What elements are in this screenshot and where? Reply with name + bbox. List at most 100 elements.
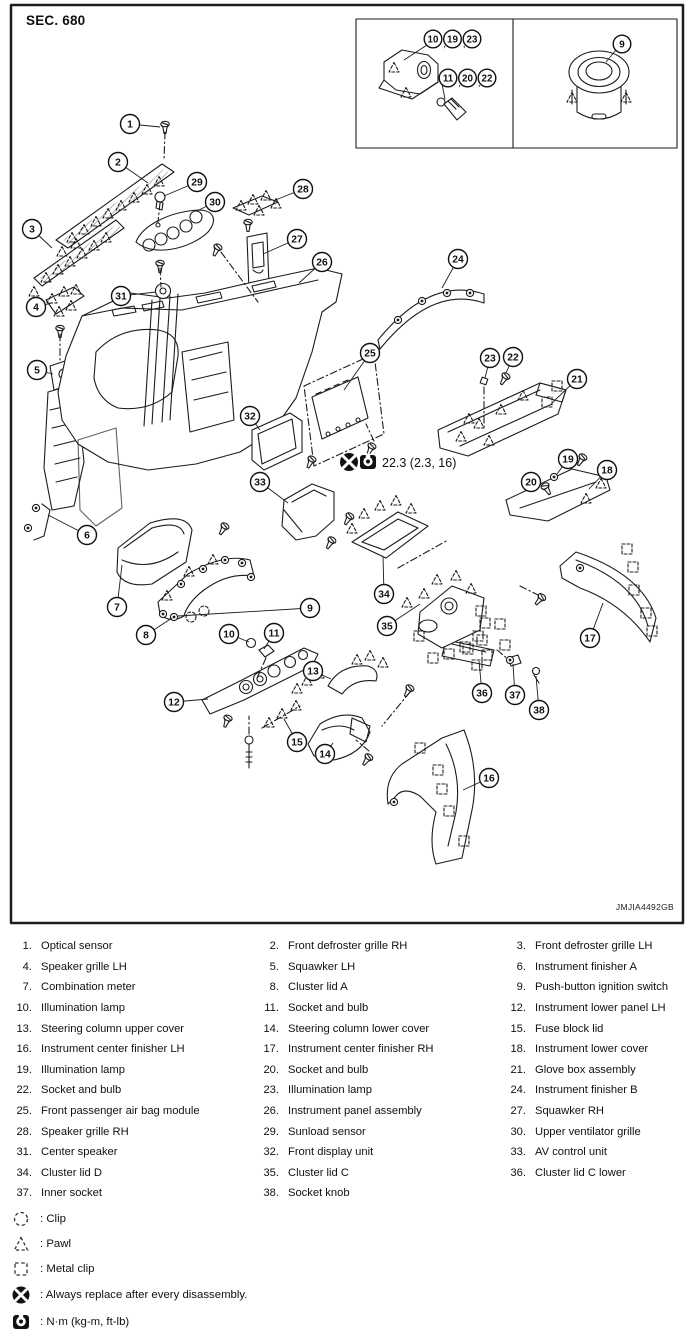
callout-21: 21	[566, 368, 588, 390]
parts-list-item: 30.Upper ventilator grille	[502, 1121, 688, 1142]
svg-text:19: 19	[447, 35, 458, 46]
part-number: 24.	[510, 1084, 526, 1097]
part-number: 37.	[16, 1187, 32, 1200]
part-artwork	[33, 18, 678, 865]
svg-text:27: 27	[291, 235, 303, 246]
svg-text:9: 9	[619, 40, 625, 51]
svg-text:3: 3	[29, 225, 35, 236]
callout-23: 23	[479, 347, 501, 369]
legend-row-metal-clip: : Metal clip	[10, 1256, 650, 1281]
clip-icon	[10, 1209, 32, 1229]
callout-18: 18	[596, 459, 618, 481]
parts-list-item: 15.Fuse block lid	[502, 1018, 688, 1039]
part-number: 35.	[263, 1166, 279, 1179]
part-label: Upper ventilator grille	[535, 1125, 641, 1138]
section-label: SEC. 680	[26, 13, 86, 28]
legend-label-pawl: : Pawl	[40, 1237, 72, 1250]
part-number: 32.	[263, 1146, 279, 1159]
parts-list-item: 23.Illumination lamp	[255, 1080, 502, 1101]
part-label: Steering column upper cover	[41, 1022, 185, 1035]
parts-list-item: 31.Center speaker	[8, 1142, 255, 1163]
parts-list-item: 8.Cluster lid A	[255, 977, 502, 998]
callout-20: 20	[520, 471, 542, 493]
svg-text:34: 34	[378, 590, 390, 601]
parts-list-item: 38.Socket knob	[255, 1183, 502, 1204]
part-label: Instrument center finisher LH	[41, 1043, 185, 1056]
parts-list-item: 16. Instrument center finisher LH	[8, 1039, 255, 1060]
callout-30: 30	[204, 191, 226, 213]
svg-text:11: 11	[443, 74, 454, 85]
part-number: 4.	[22, 960, 32, 973]
part-label: AV control unit	[535, 1146, 607, 1159]
torque-value: 22.3 (2.3, 16)	[382, 456, 456, 470]
part-number: 18.	[510, 1043, 526, 1056]
part-number: 28.	[16, 1125, 32, 1138]
svg-text:6: 6	[84, 531, 90, 542]
callout-34: 34	[373, 583, 395, 605]
svg-text:33: 33	[254, 478, 266, 489]
svg-text:23: 23	[467, 35, 478, 46]
svg-text:18: 18	[601, 466, 613, 477]
part-label: Steering column lower cover	[288, 1022, 430, 1035]
part-number: 38.	[263, 1187, 279, 1200]
svg-text:21: 21	[571, 375, 583, 386]
callout-9: 9	[612, 34, 632, 54]
part-label: Optical sensor	[41, 940, 113, 953]
part-label: Cluster lid C	[288, 1166, 349, 1179]
svg-text:22: 22	[482, 74, 493, 85]
parts-list-item: 7.Combination meter	[8, 977, 255, 998]
parts-list-item: 36.Cluster lid C lower	[502, 1163, 688, 1184]
svg-text:9: 9	[307, 604, 313, 615]
parts-list-item: 11.Socket and bulb	[255, 998, 502, 1019]
parts-list-item: 25.Front passenger air bag module	[8, 1101, 255, 1122]
callout-14: 14	[314, 743, 336, 765]
callout-29: 29	[186, 171, 208, 193]
part-label: Front defroster grille LH	[535, 940, 653, 953]
part-number: 16.	[16, 1043, 32, 1056]
legend-label-metal-clip: : Metal clip	[40, 1262, 95, 1275]
part-number: 13.	[16, 1022, 32, 1035]
parts-list-item: 32. Front display unit	[255, 1142, 502, 1163]
parts-list-item: 27.Squawker RH	[502, 1101, 688, 1122]
callout-3: 3	[21, 218, 43, 240]
part-label: Sunload sensor	[288, 1125, 366, 1138]
part-label: Speaker grille RH	[41, 1125, 129, 1138]
part-label: Illumination lamp	[288, 1084, 372, 1097]
inset-box	[355, 18, 678, 149]
parts-list-item: 26.Instrument panel assembly	[255, 1101, 502, 1122]
svg-text:28: 28	[297, 185, 309, 196]
callout-33: 33	[249, 471, 271, 493]
callout-10: 10	[218, 623, 240, 645]
part-label: Fuse block lid	[535, 1022, 604, 1035]
torque-symbol-icon	[10, 1312, 32, 1332]
part-label: Front display unit	[288, 1146, 374, 1159]
callout-24: 24	[447, 248, 469, 270]
part-label: Front defroster grille RH	[288, 940, 408, 953]
callout-2: 2	[107, 151, 129, 173]
callout-12: 12	[163, 691, 185, 713]
callout-35: 35	[376, 615, 398, 637]
pawl-icon	[10, 1234, 32, 1254]
part-number: 9.	[516, 981, 526, 994]
part-number: 31.	[16, 1146, 32, 1159]
svg-text:10: 10	[223, 630, 235, 641]
part-label: Push-button ignition switch	[535, 981, 669, 994]
part-number: 12.	[510, 1002, 526, 1015]
svg-text:12: 12	[168, 698, 180, 709]
callout-17: 17	[579, 627, 601, 649]
part-label: Squawker LH	[288, 960, 356, 973]
svg-text:4: 4	[33, 303, 39, 314]
legend-label-torque-unit: : N·m (kg-m, ft-lb)	[40, 1315, 130, 1328]
svg-text:36: 36	[476, 689, 488, 700]
svg-text:15: 15	[291, 738, 303, 749]
parts-list-item: 33.AV control unit	[502, 1142, 688, 1163]
part-number: 20.	[263, 1063, 279, 1076]
callout-19: 19	[443, 29, 463, 49]
part-number: 25.	[16, 1105, 32, 1118]
svg-text:19: 19	[562, 455, 574, 466]
parts-list-item: 10.Illumination lamp	[8, 998, 255, 1019]
part-label: Instrument lower panel LH	[535, 1002, 666, 1015]
callout-8: 8	[135, 624, 157, 646]
callout-11: 11	[438, 68, 458, 88]
